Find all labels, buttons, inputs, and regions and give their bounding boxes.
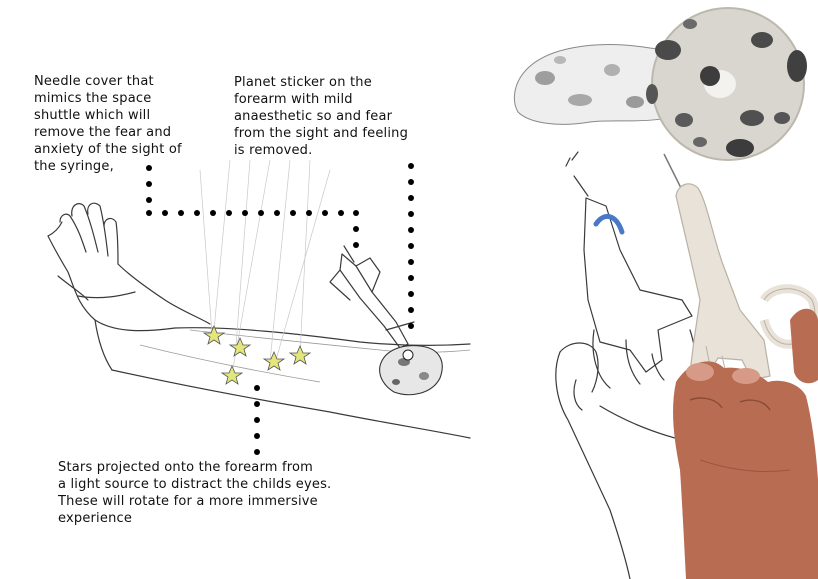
shuttle-syringe-sketch [329,245,415,349]
hand-shuttle-sketch [555,151,701,579]
arm-sketch [47,202,471,439]
star-mark [288,344,312,365]
star-mark [262,350,286,371]
stars-annotation: Stars projected onto the forearm from a … [58,460,332,526]
shuttle-cover-photo [663,153,818,383]
projected-stars [202,324,312,385]
star-mark [220,364,244,385]
star-mark [228,336,252,357]
hand-photo [673,308,818,579]
leader-lines [146,163,414,455]
planet-model [646,7,807,161]
star-mark [202,324,226,345]
planet-sticker-annotation: Planet sticker on the forearm with mild … [234,75,409,158]
planet-sticker-sketch [379,345,443,396]
needle-cover-annotation: Needle cover that mimics the space shutt… [34,74,182,174]
projection-beams [199,159,331,375]
